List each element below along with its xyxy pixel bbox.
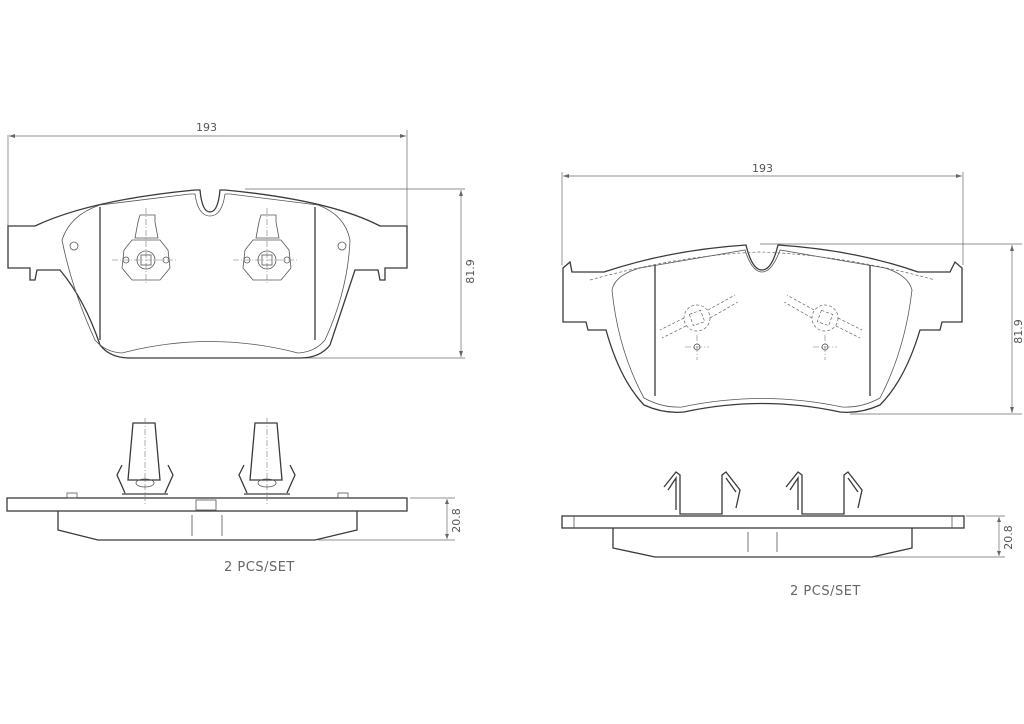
left-height-label: 81.9 bbox=[463, 259, 477, 284]
left-quantity-label: 2 PCS/SET bbox=[224, 560, 295, 575]
side-clip-icon bbox=[238, 418, 296, 505]
right-pad-side-view bbox=[561, 471, 1005, 558]
left-thickness-label: 20.8 bbox=[449, 508, 463, 533]
side-clip-icon bbox=[663, 471, 741, 515]
wear-clip-icon bbox=[112, 208, 178, 285]
right-height-label: 81.9 bbox=[1011, 319, 1024, 344]
side-clip-icon bbox=[785, 471, 863, 515]
right-width-label: 193 bbox=[752, 162, 773, 175]
left-pad-front-view bbox=[7, 130, 465, 359]
right-thickness-label: 20.8 bbox=[1001, 525, 1015, 550]
right-quantity-label: 2 PCS/SET bbox=[790, 584, 861, 599]
right-pad-front-view bbox=[561, 172, 1022, 415]
angled-clip-icon bbox=[659, 294, 739, 360]
side-clip-icon bbox=[116, 418, 174, 505]
left-pad-side-view bbox=[6, 418, 455, 541]
angled-clip-icon bbox=[783, 294, 863, 360]
wear-clip-icon bbox=[233, 208, 299, 285]
left-width-label: 193 bbox=[196, 121, 217, 134]
